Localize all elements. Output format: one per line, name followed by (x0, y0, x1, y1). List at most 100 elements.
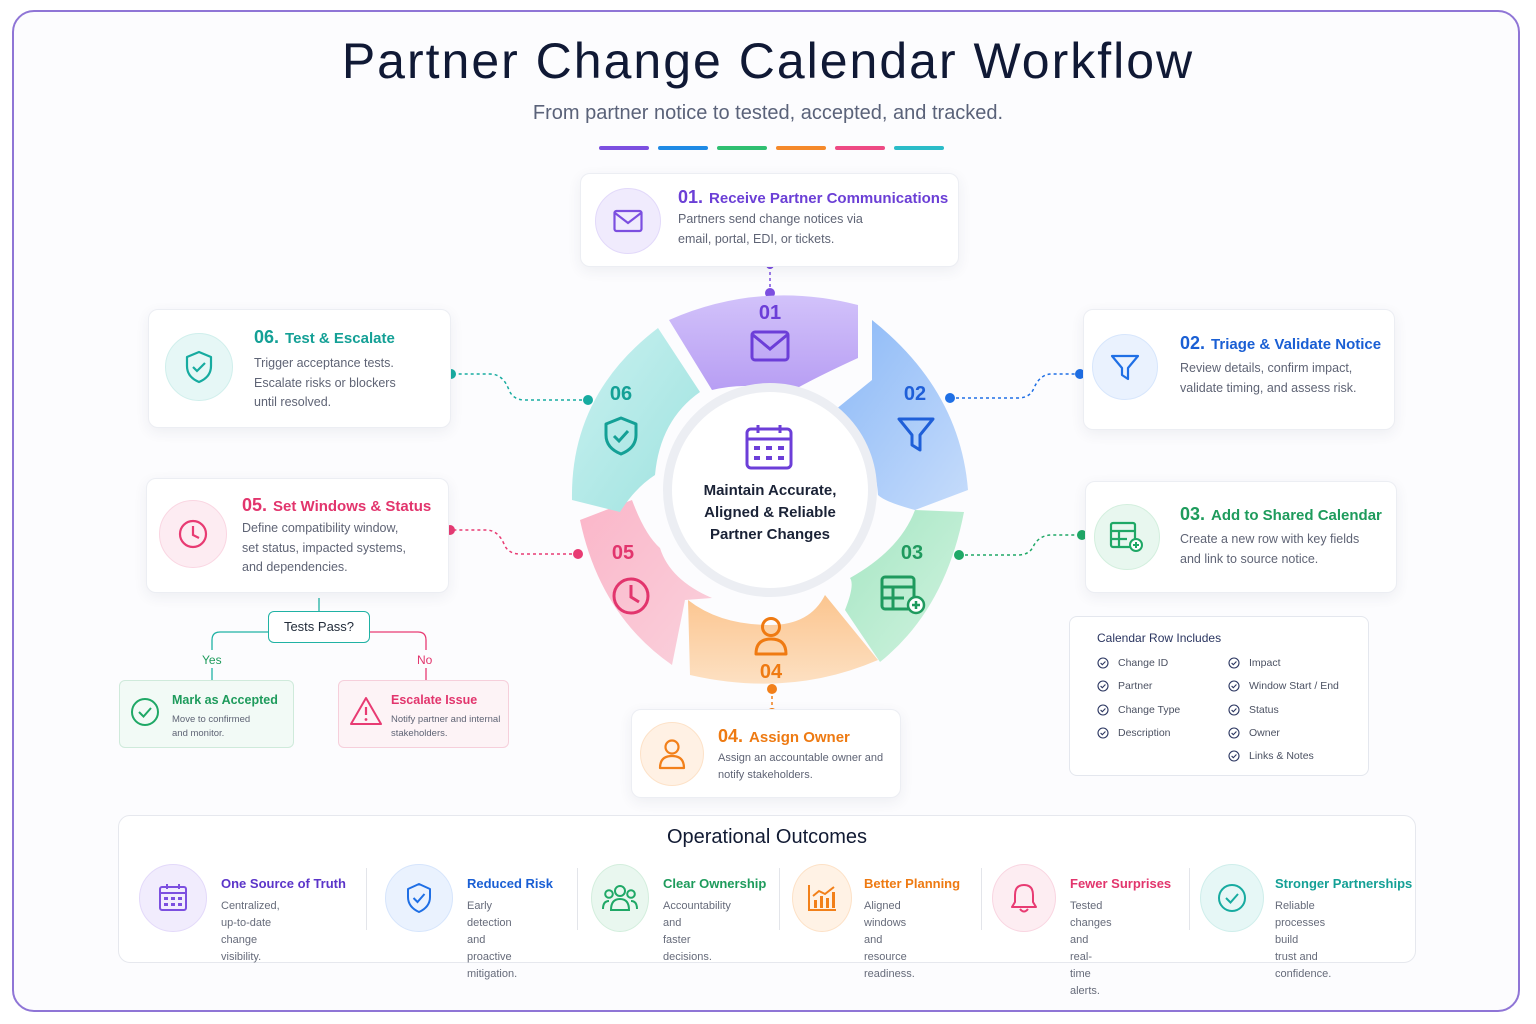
wheel-label-04: 04 (759, 661, 783, 683)
calendar-row-item: Impact (1228, 657, 1281, 669)
calendar-row-item-label: Partner (1118, 680, 1153, 693)
outcome-title: One Source of Truth (221, 876, 346, 891)
wheel-segment-05 (580, 500, 712, 665)
page-subtitle: From partner notice to tested, accepted,… (532, 102, 1004, 124)
step-number: 01. (678, 187, 704, 207)
check-circle-icon (1200, 864, 1264, 932)
page-title: Partner Change Calendar Workflow (341, 33, 1195, 89)
outcome-desc: Reliable processes build trust and confi… (1275, 900, 1332, 980)
outcome-title: Better Planning (864, 876, 961, 891)
wheel-segment-02 (835, 320, 968, 510)
step-number: 03. (1180, 504, 1206, 524)
check-circle-icon (1097, 727, 1109, 739)
step-description: Trigger acceptance tests. Escalate risks… (254, 356, 396, 409)
calendar-row-item-label: Impact (1249, 657, 1281, 669)
check-circle-icon (1228, 750, 1240, 762)
tests-pass-decision: Tests Pass? (268, 611, 370, 643)
no-label: No (417, 653, 433, 667)
wheel-label-01: 01 (758, 302, 782, 324)
calendar-icon (139, 864, 207, 932)
operational-outcomes: Operational Outcomes One Source of Truth… (118, 815, 1416, 997)
step-title: Test & Escalate (285, 330, 395, 347)
calendar-row-item: Change Type (1097, 704, 1180, 716)
title-color-bars (599, 146, 944, 150)
workflow-wheel (571, 295, 968, 684)
wheel-center-text: Maintain Accurate, Aligned & Reliable Pa… (703, 482, 837, 543)
step-title: Triage & Validate Notice (1211, 336, 1382, 353)
step-title: Receive Partner Communications (709, 190, 949, 207)
outcome-desc: Early detection and proactive mitigation… (467, 900, 518, 980)
calendar-row-item-label: Window Start / End (1249, 680, 1339, 693)
warning-icon (350, 697, 382, 725)
outcome-desc: Tested changes and real-time alerts. (1070, 900, 1112, 997)
step-description: Define compatibility window, set status,… (242, 521, 406, 574)
step-card-06: 06. Test & Escalate Trigger acceptance te… (148, 309, 451, 428)
calendar-row-item-label: Change Type (1118, 703, 1181, 716)
calendar-icon (745, 425, 793, 470)
outcome-title: Reduced Risk (467, 876, 553, 891)
mail-icon (595, 188, 661, 254)
calendar-row-item: Owner (1228, 727, 1280, 739)
step-number: 04. (718, 726, 744, 746)
outcome-desc: Aligned windows and resource readiness. (864, 900, 915, 980)
step-card-04: 04.Assign Owner Assign an accountable ow… (631, 709, 901, 798)
step-number: 05. (242, 495, 268, 515)
team-icon (591, 864, 649, 932)
yes-label: Yes (202, 653, 222, 667)
outcome-desc: Centralized, up-to-date change visibilit… (221, 900, 280, 963)
wheel-segment-04 (688, 595, 878, 684)
calendar-add-icon (880, 575, 926, 615)
step-description: Partners send change notices via email, … (678, 212, 863, 246)
escalate-issue-title: Escalate Issue (391, 693, 478, 707)
calendar-row-title: Calendar Row Includes (1097, 631, 1222, 645)
mark-accepted-title: Mark as Accepted (172, 693, 278, 707)
calendar-row-item-label: Links & Notes (1249, 750, 1314, 763)
calendar-row-item: Status (1228, 704, 1279, 716)
step-number: 02. (1180, 333, 1206, 353)
escalate-issue-box: Escalate Issue Notify partner and intern… (338, 680, 509, 748)
calendar-row-item: Change ID (1097, 657, 1168, 669)
step-card-02: 02.Triage & Validate Notice Review detai… (1083, 309, 1395, 430)
calendar-row-item: Description (1097, 727, 1171, 739)
check-circle-icon (1228, 680, 1240, 692)
check-circle-icon (1228, 657, 1240, 669)
check-circle-icon (1097, 704, 1109, 716)
step-card-03: 03.Add to Shared Calendar Create a new r… (1085, 481, 1397, 593)
user-icon (754, 617, 788, 656)
clock-icon (612, 577, 650, 615)
filter-icon (897, 417, 935, 452)
user-icon (640, 722, 704, 786)
wheel-label-03: 03 (900, 542, 924, 564)
mail-icon (750, 330, 790, 362)
wheel-label-05: 05 (611, 542, 635, 564)
outcome-title: Fewer Surprises (1070, 876, 1172, 891)
escalate-issue-desc: Notify partner and internal stakeholders… (391, 714, 501, 739)
check-circle-icon (131, 698, 159, 726)
outcome-title: Clear Ownership (663, 876, 767, 891)
calendar-row-item: Window Start / End (1228, 680, 1339, 692)
mark-accepted-box: Mark as Accepted Move to confirmed and m… (119, 680, 294, 748)
calendar-row-item: Links & Notes (1228, 750, 1314, 762)
wheel-segment-06 (571, 328, 700, 512)
check-circle-icon (1228, 704, 1240, 716)
check-circle-icon (1097, 657, 1109, 669)
wheel-label-02: 02 (903, 383, 927, 405)
outcomes-title: Operational Outcomes (666, 826, 868, 848)
calendar-add-icon (1094, 504, 1160, 570)
step-card-05: 05.Set Windows & Status Define compatibi… (146, 478, 449, 593)
calendar-row-item-label: Owner (1249, 726, 1280, 739)
chart-icon (792, 864, 852, 932)
filter-icon (1092, 334, 1158, 400)
step-number: 06. (254, 327, 280, 347)
mark-accepted-desc: Move to confirmed and monitor. (172, 714, 251, 739)
shield-check-icon (165, 333, 233, 401)
step-title: Add to Shared Calendar (1211, 507, 1382, 524)
check-circle-icon (1097, 680, 1109, 692)
calendar-row-item: Partner (1097, 680, 1152, 692)
check-circle-icon (1228, 727, 1240, 739)
step-title: Assign Owner (749, 729, 850, 746)
bell-icon (992, 864, 1056, 932)
outcome-title: Stronger Partnerships (1275, 876, 1413, 891)
calendar-row-item-label: Description (1118, 726, 1171, 739)
